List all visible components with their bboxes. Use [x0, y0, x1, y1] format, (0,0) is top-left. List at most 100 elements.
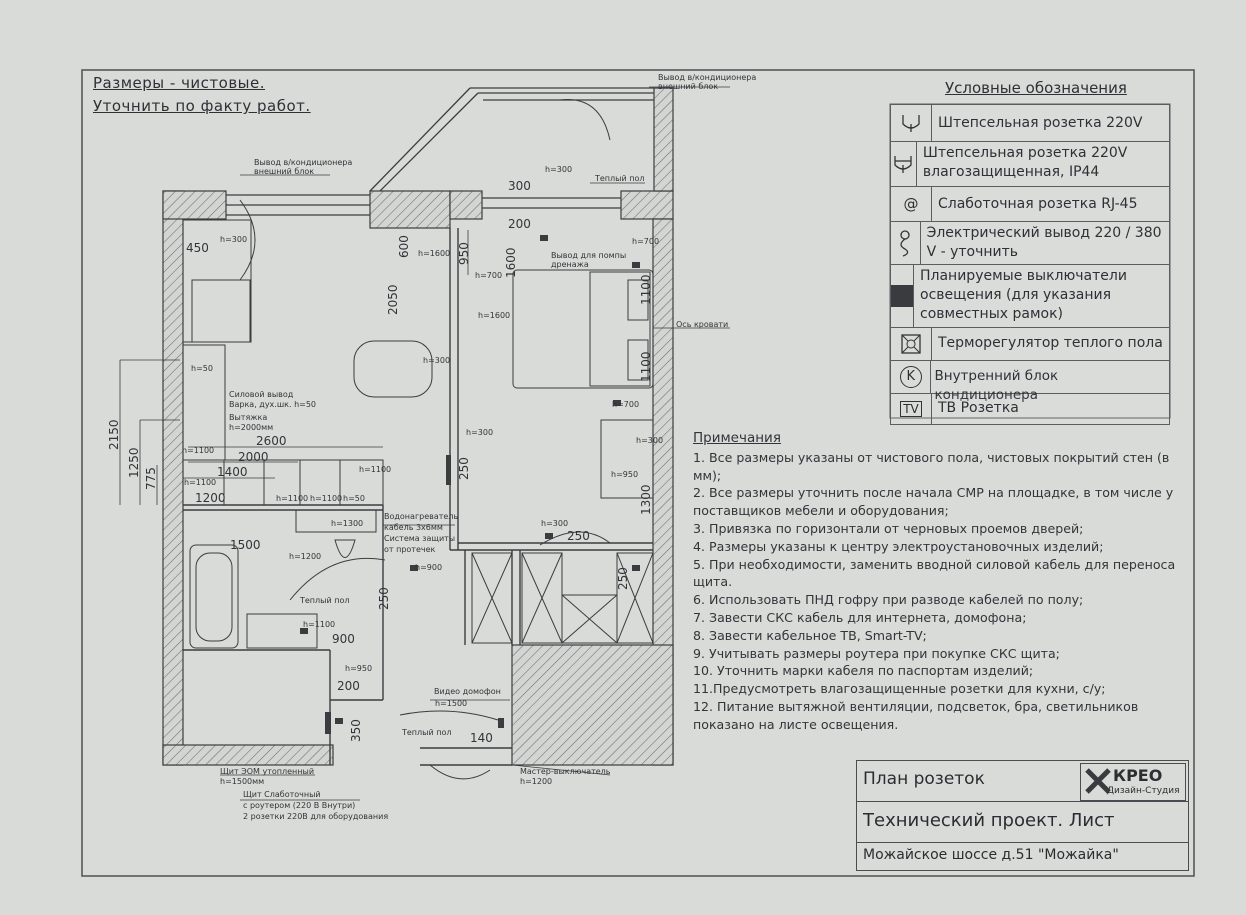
dim-label: 1300 [639, 484, 653, 515]
note-item: 6. Использовать ПНД гофру при разводе ка… [693, 592, 1084, 608]
electrical-panel-label: Щит ЭОМ утопленный [220, 767, 314, 776]
sheet-name: План розеток [863, 769, 985, 789]
header-note-line-1: Размеры - чистовые. [93, 74, 266, 92]
ac-outlet-left-label-2: внешний блок [254, 167, 314, 176]
height-label: h=1200 [289, 552, 321, 561]
logo-main: КРЕО [1113, 766, 1163, 785]
note-item: 4. Размеры указаны к центру электроустан… [693, 538, 1104, 554]
leak-protection-label: Система защиты [384, 534, 455, 543]
leak-protection-label-2: от протечек [384, 545, 436, 554]
height-label: h=300 [636, 436, 663, 445]
studio-logo: КРЕО Дизайн-Студия [1080, 763, 1186, 801]
height-label: h=1600 [418, 249, 450, 258]
dim-label: 1500 [230, 538, 261, 552]
intercom-label: Видео домофон [434, 687, 501, 696]
socket-icon [891, 105, 932, 141]
height-label: h=1100 [359, 465, 391, 474]
legend-text: Электрический вывод 220 / 380 V - уточни… [926, 225, 1162, 260]
wall-bottom-left [162, 744, 334, 766]
balcony [226, 87, 654, 216]
legend-row: @ Слаботочная розетка RJ-45 [890, 187, 1170, 222]
height-label: h=1100 [184, 478, 216, 487]
pump-outlet-label-2: дренажа [551, 260, 589, 269]
legend-text: Штепсельная розетка 220V [938, 115, 1143, 131]
dim-label: 950 [457, 242, 471, 265]
note-item: 3. Привязка по горизонтали от черновых п… [693, 520, 1084, 536]
height-label: h=1500 [435, 699, 467, 708]
height-label: h=50 [343, 494, 365, 503]
interior-walls [183, 228, 653, 766]
note-item: 2. Все размеры уточнить после начала СМР… [693, 485, 1174, 519]
project-title: Технический проект. Лист [863, 810, 1115, 831]
height-label: h=1100 [303, 620, 335, 629]
dim-label: 300 [508, 179, 531, 193]
note-item: 8. Завести кабельное ТВ, Smart-TV; [693, 627, 927, 643]
electric-outlet-icon [891, 222, 921, 264]
ac-unit-icon: K [891, 361, 932, 393]
height-label: h=700 [612, 400, 639, 409]
note-item: 12. Питание вытяжной вентиляции, подсвет… [693, 698, 1139, 732]
wall-bottom-right [511, 644, 674, 766]
title-block-row: Можайское шоссе д.51 "Можайка" [856, 842, 1189, 871]
ac-outlet-top-label-2: внешний блок [658, 82, 718, 91]
hood-label: Вытяжка [229, 413, 267, 422]
power-outlet-label: Силовой вывод [229, 390, 294, 399]
notes-title: Примечания [693, 430, 781, 446]
height-labels: h=300 h=300 h=1600 h=700 h=700 h=1600 h=… [182, 165, 663, 708]
cable-label: кабель 3х6мм [384, 523, 443, 532]
legend-row: K Внутренний блок кондиционера [890, 361, 1170, 403]
dim-label: 250 [567, 529, 590, 543]
ac-unit-symbol: K [899, 366, 922, 388]
dim-label: 250 [457, 457, 471, 480]
dim-label: 2600 [256, 434, 287, 448]
legend-text: Внутренний блок кондиционера [934, 368, 1059, 403]
warm-floor-hall-label: Теплый пол [401, 728, 451, 737]
hood-height-label: h=2000мм [229, 423, 273, 432]
dim-label: 1200 [195, 491, 226, 505]
logo-icon [1085, 768, 1111, 794]
dim-label: 450 [186, 241, 209, 255]
height-label: h=1100 [276, 494, 308, 503]
door-swings [239, 99, 611, 780]
master-switch-label: Мастер-выключатель [520, 767, 611, 776]
legend-text: Слаботочная розетка RJ-45 [938, 196, 1138, 212]
height-label: h=900 [415, 563, 442, 572]
water-heater-label: Водонагреватель [384, 512, 458, 521]
thermostat-icon [891, 328, 932, 360]
rj45-icon: @ [891, 187, 932, 221]
note-item: 5. При необходимости, заменить вводной с… [693, 556, 1176, 590]
height-label: h=1300 [331, 519, 363, 528]
height-label: h=300 [220, 235, 247, 244]
legend-text: Терморегулятор теплого пола [938, 335, 1163, 351]
height-label: h=950 [345, 664, 372, 673]
tv-icon: TV [891, 394, 932, 424]
annotation-labels: Вывод в/кондиционера внешний блок Вывод … [220, 73, 756, 821]
dim-label: 2000 [238, 450, 269, 464]
legend-text: Планируемые выключатели освещения (для у… [920, 268, 1127, 322]
leader-lines [119, 86, 730, 801]
note-item: 10. Уточнить марки кабеля по паспортам и… [693, 663, 1034, 679]
dim-label: 350 [349, 719, 363, 742]
height-label: h=50 [191, 364, 213, 373]
project-address: Можайское шоссе д.51 "Можайка" [863, 847, 1119, 863]
waterproof-socket-icon [891, 142, 917, 186]
note-item: 1. Все размеры указаны от чистового пола… [693, 449, 1170, 483]
walls [162, 87, 674, 766]
dim-label: 200 [337, 679, 360, 693]
pump-outlet-label: Вывод для помпы [551, 251, 626, 260]
master-switch-height-label: h=1200 [520, 777, 552, 786]
bathroom [189, 509, 377, 649]
wardrobes [471, 552, 654, 644]
height-label: h=1100 [182, 446, 214, 455]
legend-row: TV ТВ Розетка [890, 394, 1170, 425]
legend-row: Электрический вывод 220 / 380 V - уточни… [890, 222, 1170, 265]
legend-text: ТВ Розетка [938, 400, 1019, 416]
height-label: h=1100 [310, 494, 342, 503]
dim-label: 600 [397, 235, 411, 258]
dim-label: 2150 [107, 419, 121, 450]
legend-table: Штепсельная розетка 220V Штепсельная роз… [890, 104, 1170, 425]
bed-axis-label: Ось кровати [676, 320, 728, 329]
height-label: h=700 [475, 271, 502, 280]
dim-label: 1600 [504, 247, 518, 278]
